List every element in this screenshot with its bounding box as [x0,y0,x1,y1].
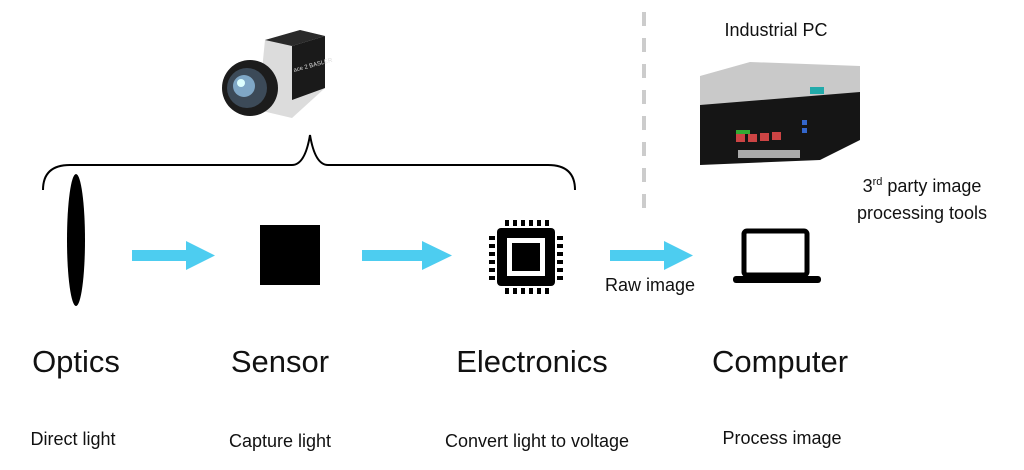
laptop-icon [733,228,821,283]
chip-icon [489,220,563,294]
chip-pin [521,220,525,226]
chip-pin [513,220,517,226]
sensor-icon [260,225,320,285]
arrow-optics-sensor [132,241,215,270]
industrial-pc-label: Industrial PC [724,20,828,40]
chip-pin [557,260,563,264]
chip-pin [505,288,509,294]
chip-pin [505,220,509,226]
stage-desc-electronics: Convert light to voltage [444,431,630,451]
chip-pin [489,260,495,264]
third-party-rest: party image [882,176,982,196]
third-party-line2: processing tools [856,203,988,223]
third-party-sup: rd [872,176,883,188]
stage-label-sensor: Sensor [230,344,330,379]
chip-pin [537,288,541,294]
chip-pin [557,236,563,240]
chip-pin [529,288,533,294]
arrow-sensor-electronics [362,241,452,270]
chip-pin [513,288,517,294]
chip-pin [529,220,533,226]
stage-label-electronics: Electronics [456,344,608,379]
stage-desc-sensor: Capture light [228,431,332,451]
chip-pin [489,268,495,272]
lens-icon [67,174,85,306]
stage-desc-optics: Direct light [30,429,116,449]
chip-pin [545,220,549,226]
chip-pin [489,236,495,240]
third-party-prefix: 3 [862,176,873,196]
chip-pin [557,268,563,272]
chip-pin [557,276,563,280]
chip-pin [557,252,563,256]
stage-label-computer: Computer [711,344,849,379]
chip-pin [521,288,525,294]
third-party-line1: 3rd party image [863,176,982,197]
raw-image-label: Raw image [604,275,696,295]
chip-pin [489,244,495,248]
chip-pin [557,244,563,248]
camera-brace [42,134,576,191]
chip-pin [489,276,495,280]
chip-pin [545,288,549,294]
camera-image: ace 2 BASLER [222,30,334,118]
stage-desc-computer: Process image [722,428,842,448]
industrial-pc-image [700,62,860,165]
chip-pin [537,220,541,226]
stage-label-optics: Optics [32,344,120,379]
arrow-electronics-computer [610,241,693,270]
chip-pin [489,252,495,256]
